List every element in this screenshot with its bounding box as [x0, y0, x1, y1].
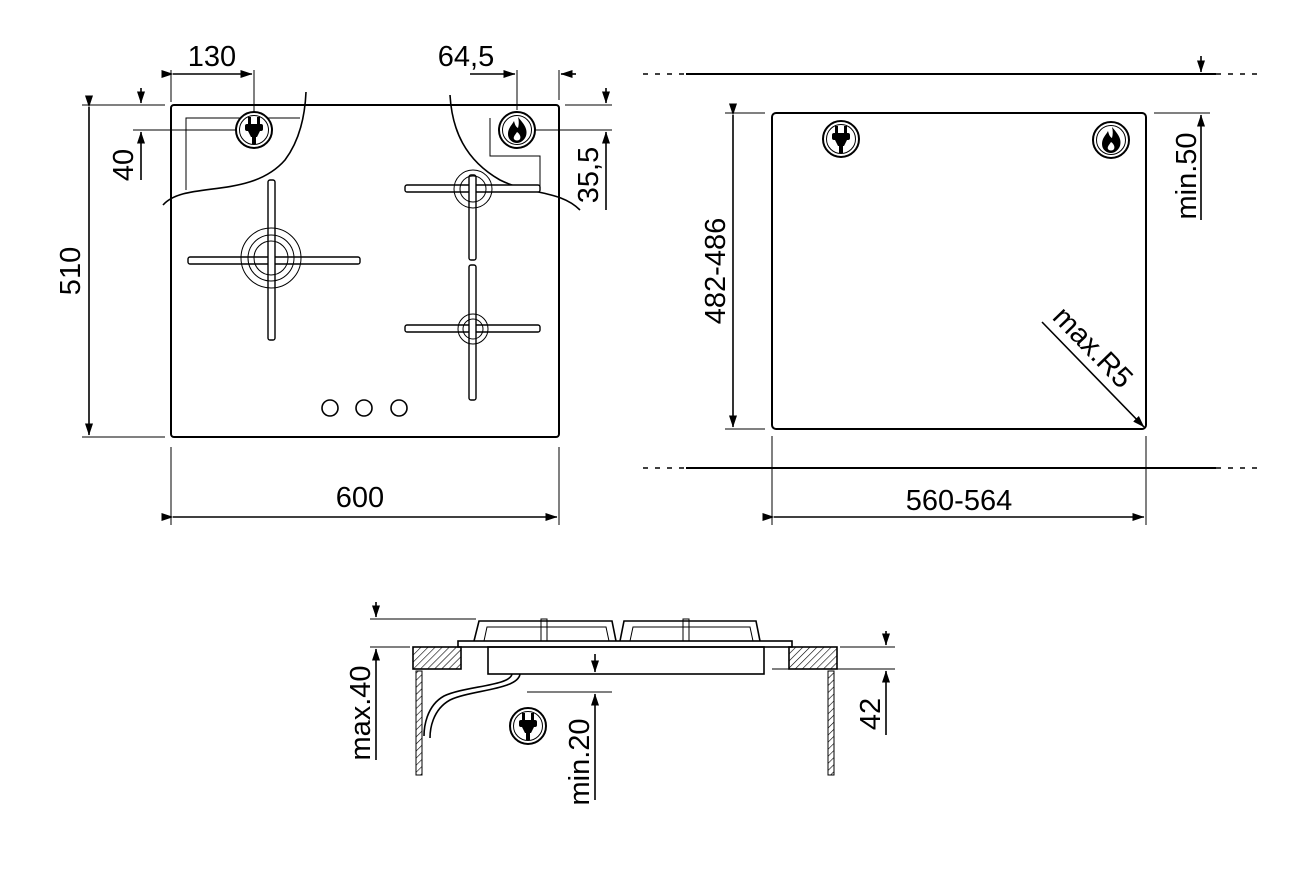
dim-gas-offset: 64,5 — [438, 41, 494, 73]
worktop-left — [412, 646, 462, 670]
control-knob — [390, 399, 408, 417]
hob-outline — [170, 104, 560, 438]
plug-icon — [235, 111, 273, 149]
flame-icon — [498, 111, 536, 149]
dim-cutout-width: 560-564 — [906, 485, 1012, 517]
dim-min-top-clearance: min.50 — [1171, 132, 1203, 219]
dim-cutout-depth: 482-486 — [700, 218, 732, 324]
dim-width: 600 — [336, 482, 384, 514]
plug-icon — [822, 120, 860, 158]
plug-icon — [509, 707, 547, 745]
cutout-view: 482-486 min.50 max.R5 560-564 — [643, 56, 1262, 525]
control-knob — [321, 399, 339, 417]
control-knob — [355, 399, 373, 417]
cutout-outline — [771, 112, 1147, 430]
small-burner-bottom — [404, 264, 541, 401]
small-burner-top — [404, 169, 541, 261]
flame-icon — [1092, 121, 1130, 159]
side-view: max.40 min.20 42 — [345, 602, 895, 806]
dim-worktop: 42 — [855, 698, 887, 730]
dim-depth: 510 — [55, 247, 87, 295]
dim-max-height: max.40 — [345, 665, 377, 760]
dim-burner-offset: 130 — [188, 41, 236, 73]
dim-gas-depth: 35,5 — [573, 147, 605, 203]
hob-top-view: 130 64,5 40 35,5 510 600 — [55, 41, 612, 525]
dim-min-clearance: min.20 — [564, 718, 596, 805]
dim-corner-radius: max.R5 — [1046, 301, 1138, 395]
hob-side-body — [487, 646, 765, 675]
dim-plug-depth: 40 — [108, 149, 140, 181]
large-burner — [187, 179, 361, 341]
worktop-right — [788, 646, 838, 670]
hob-side-plate — [457, 640, 793, 648]
